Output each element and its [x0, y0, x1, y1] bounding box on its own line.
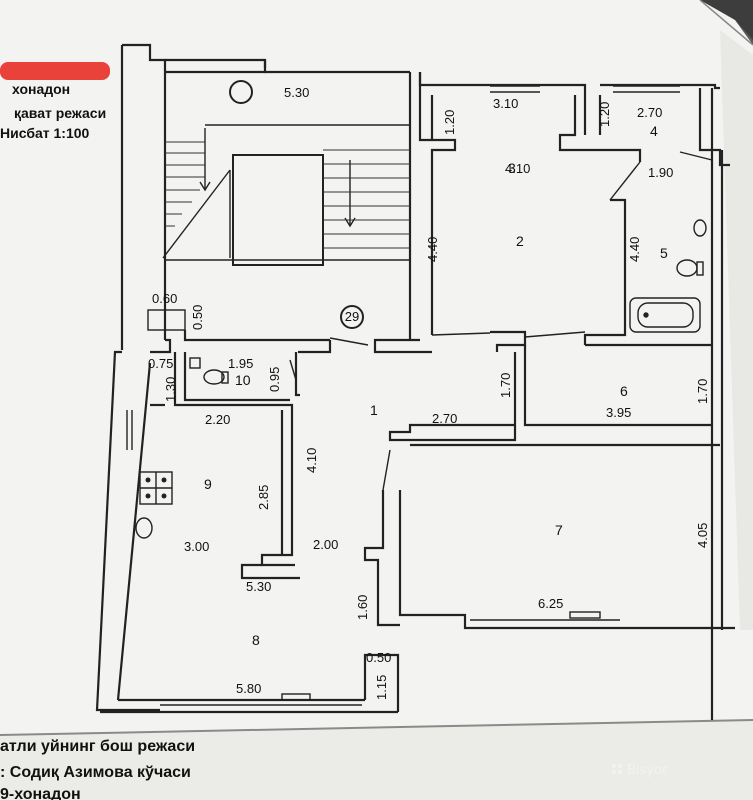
room-10-number: 10 [235, 372, 251, 388]
dim-4.05: 4.05 [695, 523, 710, 548]
dim-4.40-b: 4.40 [627, 237, 642, 262]
dim-0.75: 0.75 [148, 356, 173, 371]
dim-2.70-hall: 2.70 [432, 411, 457, 426]
dim-3.10: 3.10 [493, 96, 518, 111]
footer-line3: 9-хонадон [0, 786, 81, 800]
dim-2.00: 2.00 [313, 537, 338, 552]
room-4-number: 4 [650, 123, 658, 139]
marker-label: 29 [345, 309, 359, 324]
dim-1.95: 1.95 [228, 356, 253, 371]
dim-4.40-a: 4.40 [425, 237, 440, 262]
dim-1.70-b: 1.70 [695, 379, 710, 404]
dim-1.90: 1.90 [648, 165, 673, 180]
room-5-number: 5 [660, 245, 668, 261]
dim-5.80: 5.80 [236, 681, 261, 696]
room-7-number: 7 [555, 522, 563, 538]
dim-2.85: 2.85 [256, 485, 271, 510]
staircase [162, 124, 410, 266]
room-6-number: 6 [620, 383, 628, 399]
dim-2.70-top: 2.70 [637, 105, 662, 120]
fixtures [135, 219, 707, 701]
header-line1: хонадон [12, 81, 70, 97]
dim-6.25: 6.25 [538, 596, 563, 611]
room-9-number: 9 [204, 476, 212, 492]
dim-3.00: 3.00 [184, 539, 209, 554]
room-8-number: 8 [252, 632, 260, 648]
dim-1.15: 1.15 [374, 675, 389, 700]
dim-4.10-hall: 4.10 [304, 448, 319, 473]
dim-5.30-top: 5.30 [284, 85, 309, 100]
watermark: Bisyor [612, 763, 668, 778]
header-line2: қават режаси [14, 105, 106, 121]
dim-1.30: 1.30 [163, 377, 178, 402]
room-2-number: 2 [516, 233, 524, 249]
dim-2.20: 2.20 [205, 412, 230, 427]
footer-line2: : Содиқ Азимова кўчаси [0, 764, 191, 781]
dim-3.95: 3.95 [606, 405, 631, 420]
room-3-number: 3 [508, 160, 516, 176]
dim-0.50-stair: 0.50 [190, 305, 205, 330]
dim-1.60: 1.60 [355, 595, 370, 620]
dim-0.50-bottom: 0.50 [366, 650, 391, 665]
dim-0.95: 0.95 [267, 367, 282, 392]
walls [95, 43, 735, 720]
room-1-number: 1 [370, 402, 378, 418]
dim-5.30-mid: 5.30 [246, 579, 271, 594]
dim-1.20-a: 1.20 [442, 110, 457, 135]
header-line3: Нисбат 1:100 [0, 125, 90, 141]
dim-4.10-room2: 4.10 [505, 161, 530, 176]
dim-1.20-b: 1.20 [597, 102, 612, 127]
marker-circle [340, 305, 364, 329]
redaction-mark [0, 62, 110, 80]
dim-1.70-a: 1.70 [498, 373, 513, 398]
watermark-text: Bisyor [627, 763, 668, 778]
dim-0.60: 0.60 [152, 291, 177, 306]
footer-line1: атли уйнинг бош режаси [0, 738, 195, 755]
